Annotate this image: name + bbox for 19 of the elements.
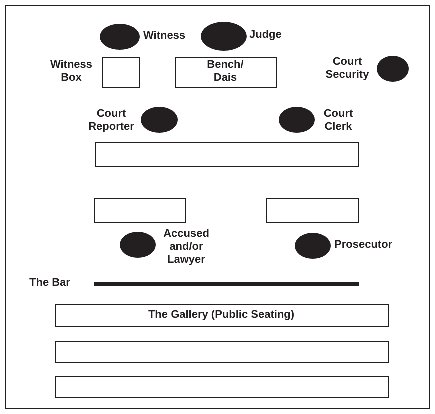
seat-label: Court Reporter — [88, 106, 136, 134]
table-box — [94, 198, 186, 222]
area-label: Bench/ Dais — [206, 59, 245, 85]
table-box — [94, 142, 358, 166]
table-box — [266, 198, 358, 222]
bar-label: The Bar — [30, 276, 72, 291]
seat-label: Accused and/or Lawyer — [162, 227, 210, 268]
room-outline — [5, 5, 430, 409]
table-box — [54, 340, 388, 362]
table-box — [54, 376, 388, 398]
area-box — [174, 56, 276, 88]
area-label: The Gallery (Public Seating) — [148, 308, 295, 322]
seat-label: Prosecutor — [334, 238, 394, 253]
area-box — [54, 304, 388, 326]
seat-label: Witness — [144, 29, 187, 44]
seat-label: Court Clerk — [322, 106, 354, 134]
seat-label: Judge — [250, 28, 283, 43]
seat-label: Court Security — [324, 54, 370, 82]
area-label: Witness Box — [49, 58, 94, 86]
